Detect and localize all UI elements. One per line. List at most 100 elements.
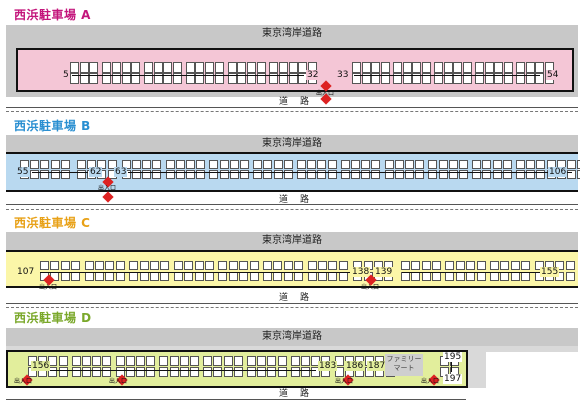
parking-space xyxy=(301,356,310,366)
parking-space xyxy=(228,261,238,270)
parking-space xyxy=(169,356,179,366)
parking-space xyxy=(214,73,224,84)
parking-space xyxy=(229,160,239,169)
space-number-end: 106 xyxy=(548,167,568,177)
space-number-start: 156 xyxy=(31,361,51,371)
parking-space xyxy=(213,367,223,377)
parking-space xyxy=(237,73,247,84)
parking-space xyxy=(371,62,380,73)
parking-space xyxy=(79,73,89,84)
parking-space xyxy=(311,367,321,377)
parking-space xyxy=(263,170,273,179)
parking-space xyxy=(371,160,381,169)
parking-space xyxy=(71,356,81,366)
parking-space xyxy=(393,62,402,73)
parking-space xyxy=(535,73,544,84)
parking-space xyxy=(516,73,525,84)
parking-space xyxy=(277,367,287,377)
lot-d-arrow-down xyxy=(451,362,452,372)
parking-space xyxy=(455,272,465,281)
parking-space xyxy=(462,62,472,73)
parking-space xyxy=(139,261,149,270)
parking-space xyxy=(121,62,131,73)
parking-space xyxy=(352,62,361,73)
parking-space xyxy=(301,367,310,377)
parking-space xyxy=(400,272,410,281)
parking-space xyxy=(152,160,162,169)
parking-space xyxy=(371,170,381,179)
parking-space xyxy=(115,261,125,270)
parking-space xyxy=(150,272,159,281)
parking-space xyxy=(432,261,441,270)
parking-space xyxy=(516,160,525,169)
lot-a-arrow-right xyxy=(354,75,540,76)
parking-space xyxy=(434,62,443,73)
space-number-start: 55 xyxy=(16,167,30,177)
parking-space xyxy=(129,272,139,281)
parking-space xyxy=(448,160,458,169)
parking-space xyxy=(136,367,145,377)
parking-space xyxy=(79,62,89,73)
parking-space xyxy=(30,160,40,169)
parking-space xyxy=(466,272,476,281)
section-divider xyxy=(6,111,578,112)
parking-space xyxy=(50,261,60,270)
parking-space xyxy=(48,367,58,377)
parking-space xyxy=(142,170,152,179)
parking-space xyxy=(240,170,249,179)
parking-space xyxy=(371,73,380,84)
parking-space xyxy=(273,160,283,169)
parking-space xyxy=(328,261,338,270)
parking-space xyxy=(294,272,304,281)
parking-space xyxy=(380,73,390,84)
parking-space xyxy=(536,160,546,169)
parking-space xyxy=(160,261,170,270)
parking-space xyxy=(105,272,115,281)
parking-space xyxy=(290,356,300,366)
parking-space xyxy=(77,160,86,169)
parking-space xyxy=(163,73,173,84)
parking-space xyxy=(502,160,512,169)
parking-space xyxy=(394,170,404,179)
parking-space xyxy=(82,367,91,377)
parking-space xyxy=(173,73,182,84)
parking-space xyxy=(453,62,462,73)
road-edge xyxy=(6,346,578,352)
parking-space xyxy=(273,170,283,179)
parking-space xyxy=(492,160,502,169)
parking-space xyxy=(227,62,237,73)
parking-space xyxy=(500,261,510,270)
lot-c-street-label: 道路 xyxy=(279,293,322,303)
parking-space xyxy=(307,170,317,179)
exit-label: 出入口 xyxy=(39,284,58,291)
parking-space xyxy=(510,261,520,270)
parking-space xyxy=(219,160,229,169)
lot-c-arrow-right xyxy=(402,272,540,273)
exit-label: 出入口 xyxy=(109,378,128,385)
parking-space xyxy=(70,73,79,84)
parking-space xyxy=(421,62,431,73)
parking-space xyxy=(521,272,531,281)
parking-space xyxy=(194,272,204,281)
parking-space xyxy=(475,73,484,84)
parking-space xyxy=(318,272,327,281)
parking-space xyxy=(443,73,453,84)
parking-space xyxy=(445,261,455,270)
parking-space xyxy=(173,272,183,281)
parking-space xyxy=(412,73,421,84)
parking-space xyxy=(567,170,576,179)
parking-space xyxy=(384,160,394,169)
parking-space xyxy=(494,73,503,84)
parking-space xyxy=(565,261,575,270)
parking-space xyxy=(402,62,412,73)
exit-label: 出入口 xyxy=(14,378,33,385)
parking-space xyxy=(58,367,68,377)
parking-space xyxy=(246,62,256,73)
street-line xyxy=(6,204,578,205)
parking-space xyxy=(536,170,546,179)
parking-space xyxy=(146,356,156,366)
parking-space xyxy=(288,73,298,84)
parking-space xyxy=(256,62,266,73)
parking-space xyxy=(340,160,350,169)
parking-space xyxy=(249,272,259,281)
